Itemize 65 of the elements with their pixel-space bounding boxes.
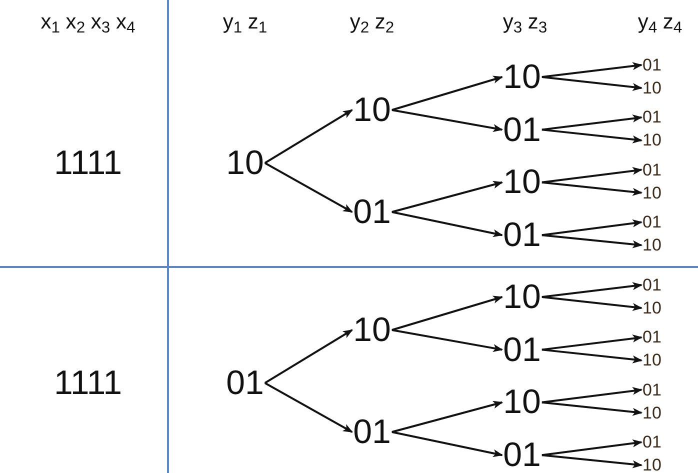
input-value: 1111: [54, 146, 122, 180]
arrow: [542, 166, 643, 184]
code-value: 01: [642, 434, 662, 451]
arrow: [542, 386, 643, 404]
code-value: 01: [642, 108, 662, 126]
code-value: 10: [642, 236, 662, 254]
code-value: 01: [642, 328, 662, 346]
column-header: y$_{3}$ z$_{3}$: [502, 12, 548, 32]
arrow: [392, 296, 504, 331]
code-value: 01: [642, 161, 662, 178]
column-header: y$_{1}$ z$_{1}$: [222, 12, 268, 32]
code-value: 10: [642, 184, 662, 202]
code-value: 10: [503, 60, 541, 94]
code-value: 01: [503, 112, 541, 147]
arrow: [392, 109, 504, 132]
arrow: [542, 454, 643, 468]
arrow: [542, 114, 643, 131]
code-value: 01: [226, 366, 264, 400]
arrow: [264, 329, 353, 384]
code-value: 10: [642, 132, 662, 149]
code-value: 10: [353, 93, 391, 127]
arrow: [542, 334, 643, 351]
arrow: [264, 382, 353, 433]
arrow: [542, 439, 643, 456]
arrow: [542, 62, 643, 78]
code-value: 01: [353, 415, 391, 449]
arrow: [392, 431, 504, 458]
arrow: [392, 329, 504, 352]
column-header: y$_{2}$ z$_{2}$: [350, 12, 394, 32]
code-value: 01: [642, 381, 662, 398]
code-value: 10: [353, 313, 391, 347]
code-value: 01: [503, 218, 541, 252]
code-value: 10: [642, 404, 662, 422]
code-value: 01: [353, 195, 391, 229]
arrow: [392, 76, 504, 111]
code-value: 01: [642, 276, 662, 294]
code-value: 10: [642, 456, 662, 473]
arrow: [392, 180, 504, 213]
code-value: 10: [503, 385, 541, 420]
arrow: [264, 109, 353, 164]
input-value: 1111: [54, 366, 122, 400]
arrow: [542, 219, 643, 236]
code-value: 10: [503, 280, 541, 314]
code-value: 01: [503, 332, 541, 367]
arrow: [542, 234, 643, 248]
column-header: x$_{1}$ x$_{2}$ x$_{3}$ x$_{4}$: [40, 12, 136, 32]
code-value: 10: [503, 165, 541, 200]
code-value: 10: [642, 80, 662, 96]
code-value: 01: [642, 214, 662, 231]
code-value: 01: [503, 438, 541, 472]
arrow: [542, 128, 643, 144]
column-header: y$_{4}$ z$_{4}$: [638, 12, 682, 32]
code-value: 01: [642, 56, 662, 74]
arrow: [392, 400, 504, 433]
code-value: 10: [642, 300, 662, 316]
arrow: [542, 76, 643, 91]
code-value: 10: [642, 352, 662, 369]
arrow: [542, 181, 643, 196]
arrow: [542, 282, 643, 298]
arrow: [392, 211, 504, 238]
code-value: 10: [226, 146, 264, 180]
arrow: [542, 348, 643, 364]
arrow: [264, 162, 353, 213]
arrow: [542, 401, 643, 416]
arrow: [542, 296, 643, 311]
